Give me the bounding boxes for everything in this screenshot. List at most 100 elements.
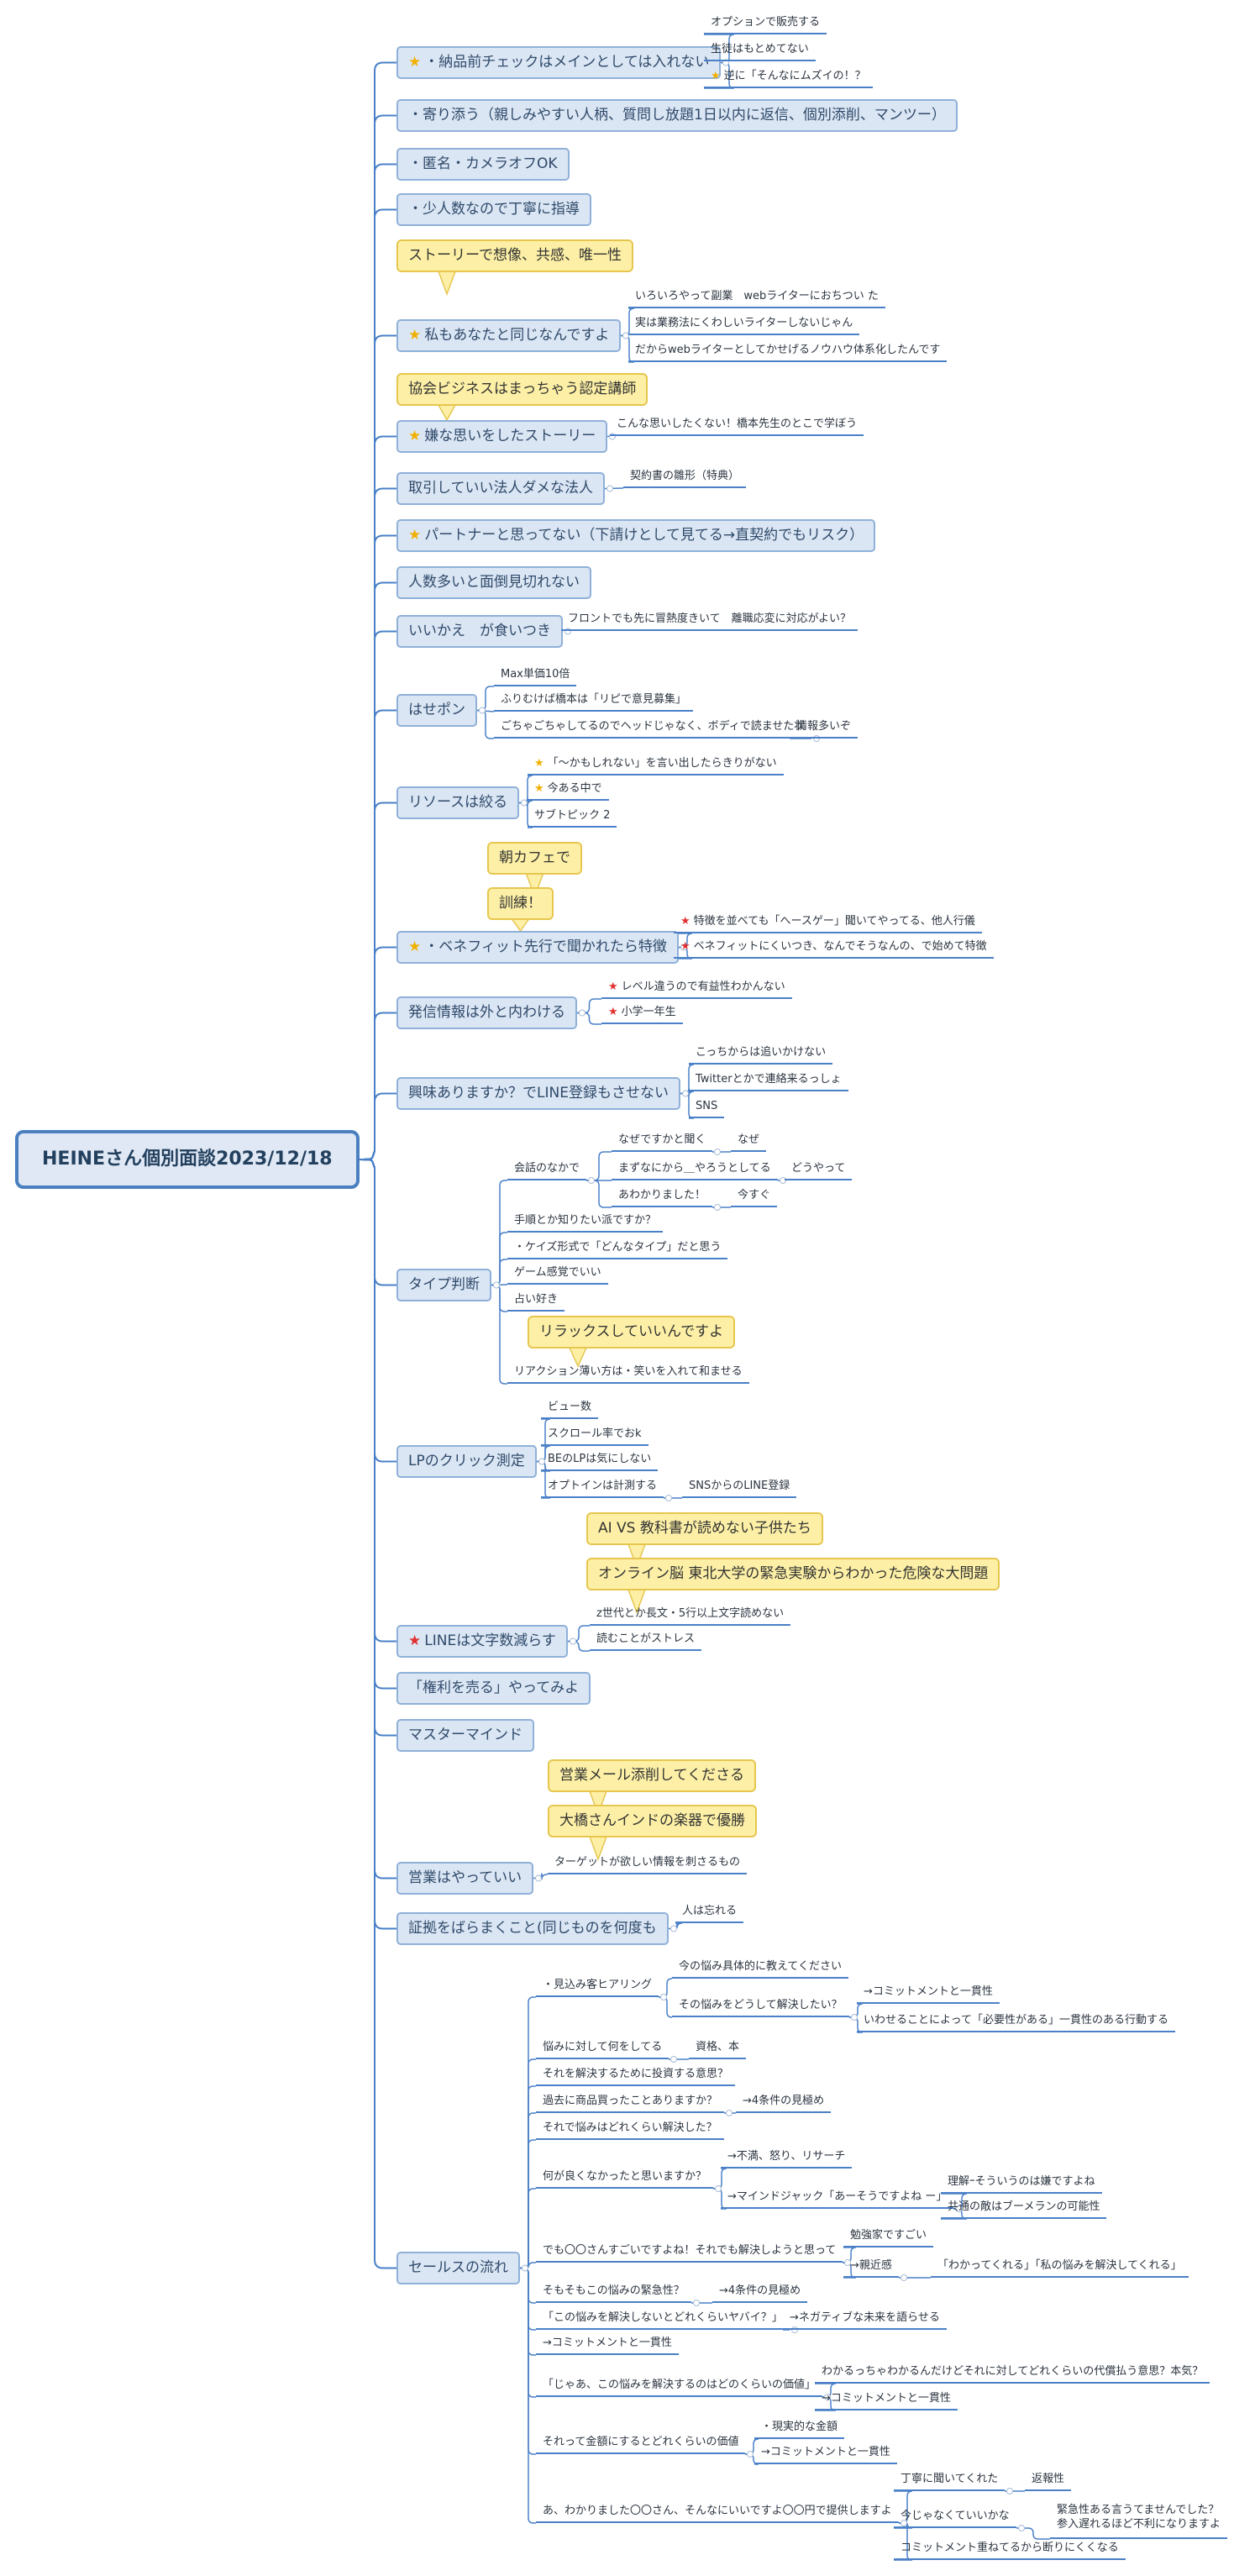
main-branch-b2[interactable]: ・寄り添う（親しみやすい人柄、質問し放題1日以内に返信、個別添削、マンツー）	[396, 99, 958, 132]
collapse-toggle[interactable]	[955, 2205, 962, 2212]
main-branch-b15[interactable]: 興味ありますか？でLINE登録もさせない	[396, 1077, 680, 1110]
sub-topic-b14a[interactable]: ★レベル違うので有益性わかんない	[601, 981, 792, 999]
sub-topic-s1b2[interactable]: いわせることによって「必要性がある」一貫性のある行動する	[857, 2015, 1175, 2032]
collapse-toggle[interactable]	[622, 332, 629, 339]
collapse-toggle[interactable]	[665, 1495, 672, 1501]
sub-topic-b1b[interactable]: 生徒はもとめてない	[704, 44, 816, 61]
collapse-toggle[interactable]	[1018, 2525, 1025, 2531]
sub-topic-s5[interactable]: それで悩みはどれくらい解決した？	[536, 2122, 724, 2140]
collapse-toggle[interactable]	[535, 1874, 542, 1882]
main-branch-b6[interactable]: ★嫌な思いをしたストーリー	[396, 420, 608, 453]
sub-topic-b14b[interactable]: ★小学一年生	[601, 1007, 683, 1024]
sub-topic-b16a3[interactable]: あわかりました！	[612, 1190, 713, 1207]
sub-topic-b15c[interactable]: SNS	[689, 1101, 725, 1118]
sub-topic-s13[interactable]: あ、わかりました〇〇さん、そんなにいいですよ〇〇円で提供しますよ	[536, 2505, 899, 2523]
collapse-toggle[interactable]	[606, 485, 613, 492]
callout-c7[interactable]: オンライン脳 東北大学の緊急実験からわかった危険な大問題	[586, 1558, 1000, 1590]
main-branch-b1[interactable]: ★・納品前チェックはメインとしては入れない	[396, 46, 722, 79]
sub-topic-b18b[interactable]: 読むことがストレス	[590, 1633, 702, 1651]
main-branch-b10[interactable]: いいかえ が食いつき	[396, 615, 563, 648]
sub-topic-b11c[interactable]: ごちゃごちゃしてるのでヘッドじゃなく、ボディで読ませた状	[494, 721, 812, 739]
sub-topic-b16a[interactable]: 会話のなかで	[507, 1163, 587, 1180]
main-branch-b17[interactable]: LPのクリック測定	[396, 1445, 537, 1478]
sub-topic-b1c[interactable]: ★逆に「そんなにムズイの！？	[704, 71, 873, 88]
sub-topic-s4x[interactable]: →4条件の見極め	[736, 2095, 832, 2113]
collapse-toggle[interactable]	[680, 944, 687, 951]
callout-c4[interactable]: 訓練！	[487, 887, 554, 920]
sub-topic-b16d[interactable]: ゲーム感覚でいい	[507, 1267, 608, 1285]
callout-c5[interactable]: リラックスしていいんですよ	[528, 1316, 736, 1348]
collapse-toggle[interactable]	[579, 1009, 585, 1017]
sub-topic-s8[interactable]: そもそもこの悩みの緊急性？	[536, 2285, 691, 2303]
sub-topic-s2[interactable]: 悩みに対して何をしてる	[536, 2042, 670, 2059]
callout-c3[interactable]: 朝カフェで	[487, 842, 582, 875]
sub-topic-s1[interactable]: ・見込み客ヒアリング	[536, 1979, 659, 1997]
sub-topic-s11[interactable]: 「じゃあ、この悩みを解決するのはどのくらいの価値」	[536, 2379, 823, 2397]
sub-topic-b16f[interactable]: リアクション薄い方は・笑いを入れて和ませる	[507, 1366, 749, 1384]
sub-topic-b11b[interactable]: ふりむけば橋本は「リピで意見募集」	[494, 694, 694, 712]
sub-topic-b16c[interactable]: ・ケイズ形式で「どんなタイプ」だと思う	[507, 1242, 728, 1259]
sub-topic-s6b1[interactable]: 理解ｰそういうのは嫌ですよね	[941, 2176, 1102, 2194]
collapse-toggle[interactable]	[570, 1638, 576, 1645]
sub-topic-s12b[interactable]: →コミットメントと一貫性	[754, 2447, 897, 2464]
sub-topic-s9x[interactable]: →ネガティブな未来を語らせる	[783, 2312, 947, 2330]
main-branch-b5[interactable]: ★私もあなたと同じなんですよ	[396, 319, 622, 352]
collapse-toggle[interactable]	[780, 1177, 786, 1184]
sub-topic-s2x[interactable]: 資格、本	[689, 2042, 747, 2059]
sub-topic-b7a[interactable]: 契約書の雛形（特典）	[623, 471, 747, 488]
collapse-toggle[interactable]	[851, 2014, 858, 2021]
callout-c1[interactable]: ストーリーで想像、共感、唯一性	[396, 239, 633, 272]
sub-topic-s1b1[interactable]: →コミットメントと一貫性	[857, 1986, 1000, 2004]
sub-topic-s6b[interactable]: →マインドジャック「あーそうですよね ー」	[721, 2191, 954, 2209]
sub-topic-b16e[interactable]: 占い好き	[507, 1294, 565, 1312]
collapse-toggle[interactable]	[670, 2056, 677, 2063]
collapse-toggle[interactable]	[715, 2185, 722, 2192]
sub-topic-b15a[interactable]: こっちからは追いかけない	[689, 1047, 833, 1065]
collapse-toggle[interactable]	[693, 2300, 700, 2306]
sub-topic-b21a[interactable]: ターゲットが欲しい情報を刺さるもの	[548, 1857, 748, 1874]
sub-topic-s11a[interactable]: わかるっちゃわかるんだけどそれに対してどれくらいの代償払う意思？本気？	[815, 2366, 1210, 2384]
sub-topic-s1a[interactable]: 今の悩み具体的に教えてください	[672, 1961, 848, 1979]
collapse-toggle[interactable]	[844, 2259, 851, 2266]
sub-topic-b15b[interactable]: Twitterとかで連絡来るっしょ	[689, 1074, 848, 1091]
sub-topic-s7a[interactable]: 勉強家ですごい	[843, 2230, 934, 2247]
sub-topic-b12c[interactable]: サブトピック 2	[528, 810, 617, 828]
main-branch-b23[interactable]: セールスの流れ	[396, 2252, 520, 2284]
main-branch-b12[interactable]: リソースは絞る	[396, 786, 520, 819]
sub-topic-b13b[interactable]: ★ベネフィットにくいつき、なんでそうなんの、で始めて特徴	[674, 941, 994, 959]
main-branch-b13[interactable]: ★・ベネフィット先行で聞かれたら特徴	[396, 931, 679, 964]
collapse-toggle[interactable]	[670, 1925, 677, 1932]
sub-topic-b12a[interactable]: ★「〜かもしれない」を言い出したらきりがない	[528, 758, 784, 775]
collapse-toggle[interactable]	[493, 1281, 500, 1289]
sub-topic-b17c[interactable]: BEのLPは気にしない	[541, 1454, 659, 1471]
sub-topic-b18a[interactable]: z世代とか長文・5行以上文字読めない	[590, 1608, 791, 1626]
collapse-toggle[interactable]	[538, 1458, 545, 1465]
collapse-toggle[interactable]	[747, 2451, 754, 2458]
sub-topic-b12b[interactable]: ★今ある中で	[528, 783, 609, 801]
callout-c8[interactable]: 営業メール添削してくださる	[548, 1759, 756, 1792]
collapse-toggle[interactable]	[660, 1994, 667, 2000]
root-topic[interactable]: HEINEさん個別面談2023/12/18	[15, 1130, 360, 1189]
main-branch-b20[interactable]: マスターマインド	[396, 1719, 534, 1752]
sub-topic-b11c1[interactable]: 情報多いぞ	[790, 721, 859, 739]
sub-topic-s13c[interactable]: コミットメント重ねてるから断りにくくなる	[894, 2542, 1126, 2560]
sub-topic-s6a[interactable]: →不満、怒り、リサーチ	[721, 2151, 853, 2169]
main-branch-b22[interactable]: 証拠をばらまくこと(同じものを何度も	[396, 1912, 669, 1945]
sub-topic-b17d1[interactable]: SNSからのLINE登録	[682, 1480, 797, 1498]
sub-topic-s7b[interactable]: →親近感	[843, 2260, 899, 2278]
sub-topic-s12a[interactable]: ・現実的な金額	[754, 2421, 845, 2439]
collapse-toggle[interactable]	[726, 2110, 733, 2116]
callout-c2[interactable]: 協会ビジネスはまっちゃう認定講師	[396, 373, 649, 406]
sub-topic-b1a[interactable]: オプションで販売する	[704, 17, 827, 34]
sub-topic-s13a[interactable]: 丁寧に聞いてくれた	[894, 2473, 1006, 2491]
sub-topic-s1b[interactable]: その悩みをどうして解決したい？	[672, 2000, 849, 2017]
sub-topic-s13bx[interactable]: 緊急性ある言うてませんでした？ 参入遅れるほど不利になりますよ	[1050, 2504, 1228, 2539]
collapse-toggle[interactable]	[1006, 2488, 1013, 2495]
sub-topic-s13b[interactable]: 今じゃなくていいかな	[894, 2510, 1016, 2528]
sub-topic-b16b[interactable]: 手順とか知りたい派ですか？	[507, 1215, 664, 1233]
main-branch-b21[interactable]: 営業はやっていい	[396, 1862, 534, 1895]
sub-topic-s7[interactable]: でも〇〇さんすごいですよね！それでも解決しようと思って	[536, 2245, 843, 2263]
collapse-toggle[interactable]	[901, 2520, 907, 2526]
sub-topic-b10a[interactable]: フロントでも先に冒熱度きいて 離職応変に対応がよい？	[561, 613, 858, 631]
sub-topic-b5a[interactable]: いろいろやって副業 webライターにおちつい た	[628, 291, 885, 308]
